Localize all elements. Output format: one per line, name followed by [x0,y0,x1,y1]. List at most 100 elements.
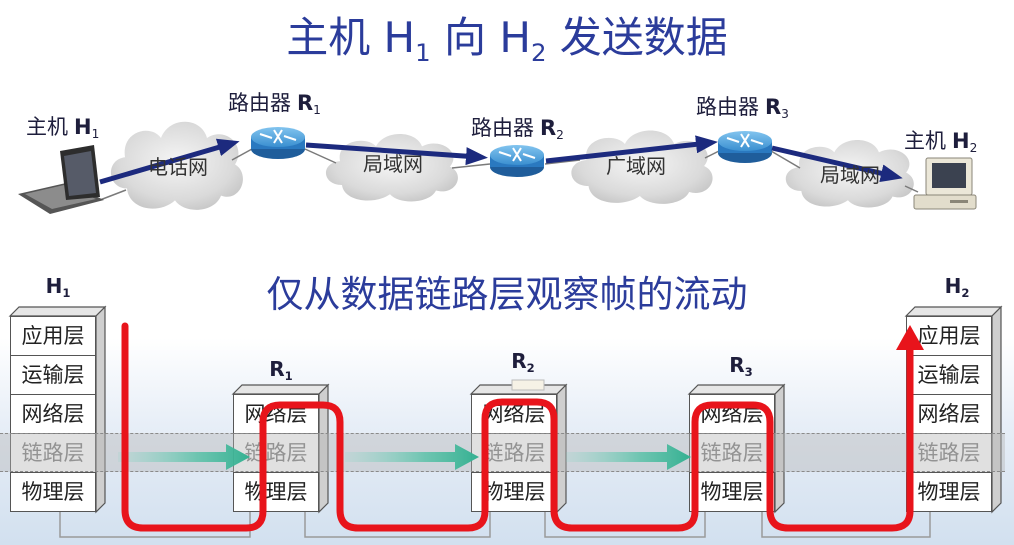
link-line [770,150,801,169]
r1-stack-label: R1 [256,357,306,382]
desktop-computer-icon [913,157,977,210]
router-icon [490,145,544,177]
router-icon [718,131,772,163]
physical-link-r3-h2 [761,512,931,538]
title-subscript-2: 2 [530,37,547,67]
h2-stack-label-subscript: 2 [961,286,970,301]
link-line [544,159,581,165]
link-line [304,148,337,164]
laptop-icon [18,145,104,214]
host2-label-text: 主机 [904,129,946,153]
r2-network-layer: 网络层 [471,394,557,434]
router3-label-text: 路由器 [696,95,759,119]
r2-stack-label: R2 [498,349,548,374]
route-arrow-r2-to-r3 [545,135,718,164]
router-arrows [726,133,764,148]
router2-label-text: 路由器 [471,116,534,140]
link-line [231,148,253,161]
route-arrow-r3-to-h2 [771,145,903,183]
host1-label-text: 主机 [26,115,68,139]
r3-stack-label-name: R [729,353,745,377]
router1-label-subscript: 1 [313,103,321,118]
laptop-screen [64,151,96,196]
router-icon [251,127,305,159]
h2-network-layer: 网络层 [906,394,992,434]
physical-link-h1-r1 [59,512,251,538]
r2-physical-layer: 物理层 [471,472,557,512]
r1-stack-label-name: R [269,357,285,381]
r2-stack-marker [511,379,545,391]
r3-stack-label-subscript: 3 [744,365,753,380]
title-text-1: 主机 H [286,13,416,62]
h2-application-layer: 应用层 [906,316,992,356]
monitor-screen [932,163,966,188]
router-arrows [259,129,297,144]
h2-stack-label: H2 [932,274,982,299]
title-subscript-1: 1 [415,37,431,67]
host2-label-name: H [952,129,970,153]
h1-network-layer: 网络层 [10,394,96,434]
host1-label-name: H [74,115,92,139]
router3-label-subscript: 3 [781,107,789,122]
link-line [904,185,919,193]
link-line [99,189,127,201]
h1-stack-label-subscript: 1 [62,286,71,301]
route-arrow-r1-to-r2 [305,142,488,166]
host1-label-subscript: 1 [91,127,100,142]
section-subtitle: 仅从数据链路层观察帧的流动 [266,273,748,316]
r2-stack-label-subscript: 2 [526,361,535,376]
h1-link-layer: 链路层 [10,433,96,473]
h2-transport-layer: 运输层 [906,355,992,395]
cloud-label-phone-network: 电话网 [148,155,208,179]
route-arrow-h1-to-r1 [99,138,240,185]
router1-label-text: 路由器 [228,91,291,115]
title-text-2: 向 H [430,13,531,62]
r1-physical-layer: 物理层 [233,472,319,512]
h1-transport-layer: 运输层 [10,355,96,395]
h1-application-layer: 应用层 [10,316,96,356]
h1-physical-layer: 物理层 [10,472,96,512]
r1-network-layer: 网络层 [233,394,319,434]
link-layer-highlight-band [0,433,1005,472]
h1-stack-side-face [95,305,106,514]
cloud-label-lan-2: 局域网 [820,163,880,187]
r3-stack-label: R3 [716,353,766,378]
router-arrows [498,147,536,162]
physical-connections [59,512,931,538]
cloud-shape-phone-network [110,121,243,210]
h2-stack-label-name: H [944,274,962,298]
computer-base [913,194,977,210]
cloud-label-lan-1: 局域网 [363,152,423,176]
title-text-3: 发送数据 [546,13,728,62]
router2-label-subscript: 2 [556,128,564,143]
r3-network-layer: 网络层 [689,394,775,434]
page-title: 主机 H1 向 H2 发送数据 [0,17,1014,65]
route-arrows [99,135,903,185]
r3-physical-layer: 物理层 [689,472,775,512]
r1-stack-label-subscript: 1 [284,369,293,384]
r3-stack-top-face [687,384,786,395]
r1-stack-top-face [231,384,330,395]
physical-link-r1-r2 [304,512,491,538]
host2-label-subscript: 2 [969,141,978,156]
router1-label-name: R [297,91,314,115]
r2-stack-label-name: R [511,349,527,373]
cloud-label-wan: 广域网 [606,154,666,178]
h2-physical-layer: 物理层 [906,472,992,512]
h1-stack-label: H1 [33,274,83,299]
h1-stack-label-name: H [45,274,63,298]
physical-link-r2-r3 [544,512,706,538]
router2-label-name: R [540,116,557,140]
h2-stack-side-face [991,305,1002,514]
drive-slot [950,200,968,203]
link-line [451,163,491,169]
router3-label-name: R [765,95,782,119]
laptop-keyboard [25,185,96,209]
